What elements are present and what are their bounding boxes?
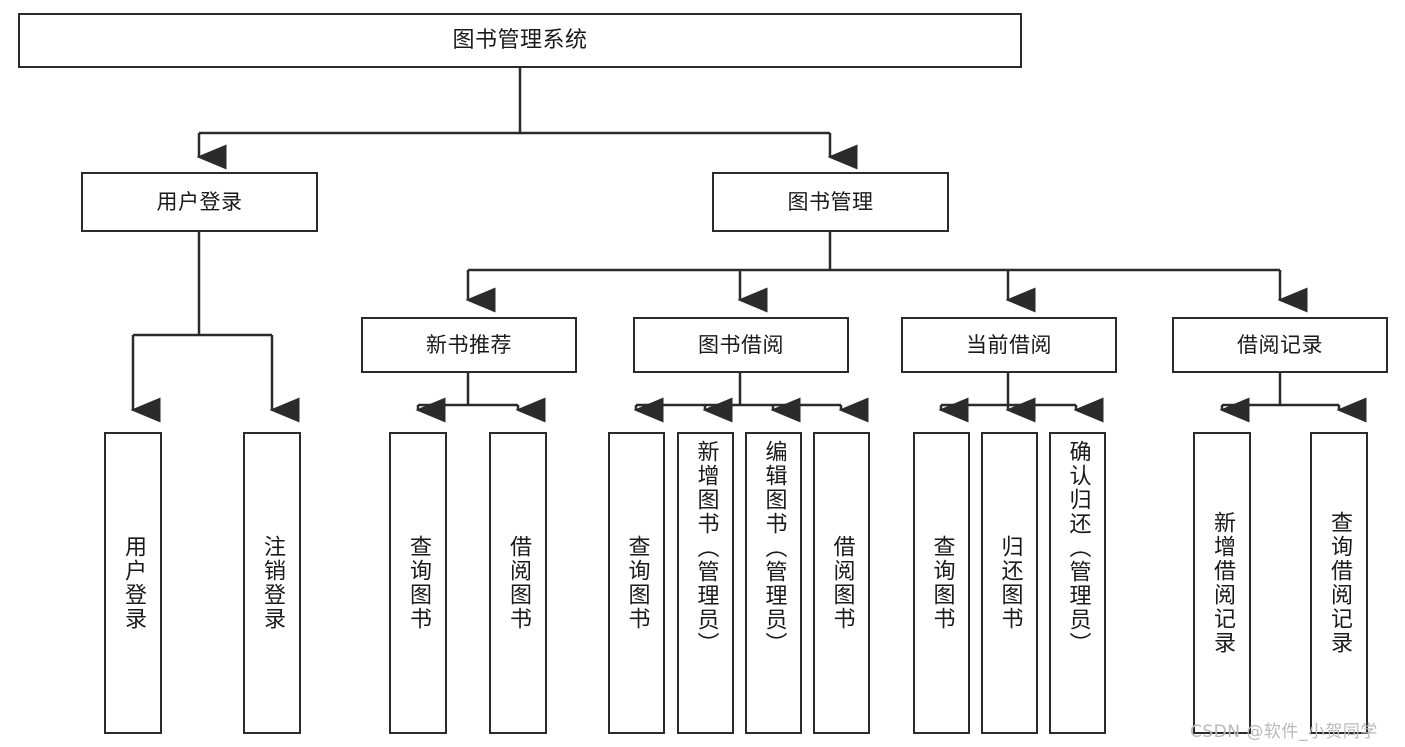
leaf-record-query-label: 查询借阅记录 (1327, 511, 1352, 655)
node-current-borrow[interactable]: 当前借阅 (901, 317, 1117, 373)
leaf-current-borrow-return-label: 归还图书 (997, 535, 1023, 631)
leaf-new-book-borrow[interactable]: 借阅图书 (489, 432, 547, 734)
leaf-book-borrow-query[interactable]: 查询图书 (608, 432, 665, 734)
leaf-book-borrow-edit[interactable]: 编辑图书（管理员） (745, 432, 802, 734)
leaf-record-query[interactable]: 查询借阅记录 (1310, 432, 1368, 734)
leaf-new-book-query[interactable]: 查询图书 (389, 432, 447, 734)
node-book-borrow[interactable]: 图书借阅 (633, 317, 849, 373)
leaf-user-login-logout-label: 注销登录 (260, 535, 285, 631)
leaf-book-borrow-edit-label: 编辑图书（管理员） (761, 440, 787, 656)
leaf-book-borrow-query-label: 查询图书 (624, 535, 650, 631)
leaf-book-borrow-add[interactable]: 新增图书（管理员） (677, 432, 734, 734)
node-user-login[interactable]: 用户登录 (81, 172, 318, 232)
leaf-current-borrow-confirm-label: 确认归还（管理员） (1065, 440, 1091, 656)
leaf-book-borrow-add-label: 新增图书（管理员） (693, 440, 719, 656)
node-new-book-recommend[interactable]: 新书推荐 (361, 317, 577, 373)
leaf-user-login-login-label: 用户登录 (121, 535, 146, 631)
node-book-borrow-label: 图书借阅 (698, 332, 784, 357)
node-book-management-label: 图书管理 (787, 189, 874, 214)
leaf-current-borrow-return[interactable]: 归还图书 (981, 432, 1038, 734)
leaf-book-borrow-borrow-label: 借阅图书 (829, 535, 855, 631)
leaf-user-login-login[interactable]: 用户登录 (104, 432, 162, 734)
node-user-login-label: 用户登录 (156, 189, 243, 214)
leaf-current-borrow-confirm[interactable]: 确认归还（管理员） (1049, 432, 1106, 734)
node-borrow-record-label: 借阅记录 (1237, 332, 1323, 357)
node-borrow-record[interactable]: 借阅记录 (1172, 317, 1388, 373)
leaf-new-book-query-label: 查询图书 (406, 535, 431, 631)
node-book-management[interactable]: 图书管理 (712, 172, 949, 232)
leaf-current-borrow-query-label: 查询图书 (929, 535, 955, 631)
leaf-record-add-label: 新增借阅记录 (1210, 511, 1235, 655)
node-root-system-label: 图书管理系统 (452, 27, 588, 53)
leaf-user-login-logout[interactable]: 注销登录 (243, 432, 301, 734)
node-root-system[interactable]: 图书管理系统 (18, 13, 1022, 68)
leaf-record-add[interactable]: 新增借阅记录 (1193, 432, 1251, 734)
node-new-book-recommend-label: 新书推荐 (426, 332, 512, 357)
leaf-book-borrow-borrow[interactable]: 借阅图书 (813, 432, 870, 734)
leaf-current-borrow-query[interactable]: 查询图书 (913, 432, 970, 734)
leaf-new-book-borrow-label: 借阅图书 (506, 535, 531, 631)
node-current-borrow-label: 当前借阅 (966, 332, 1052, 357)
